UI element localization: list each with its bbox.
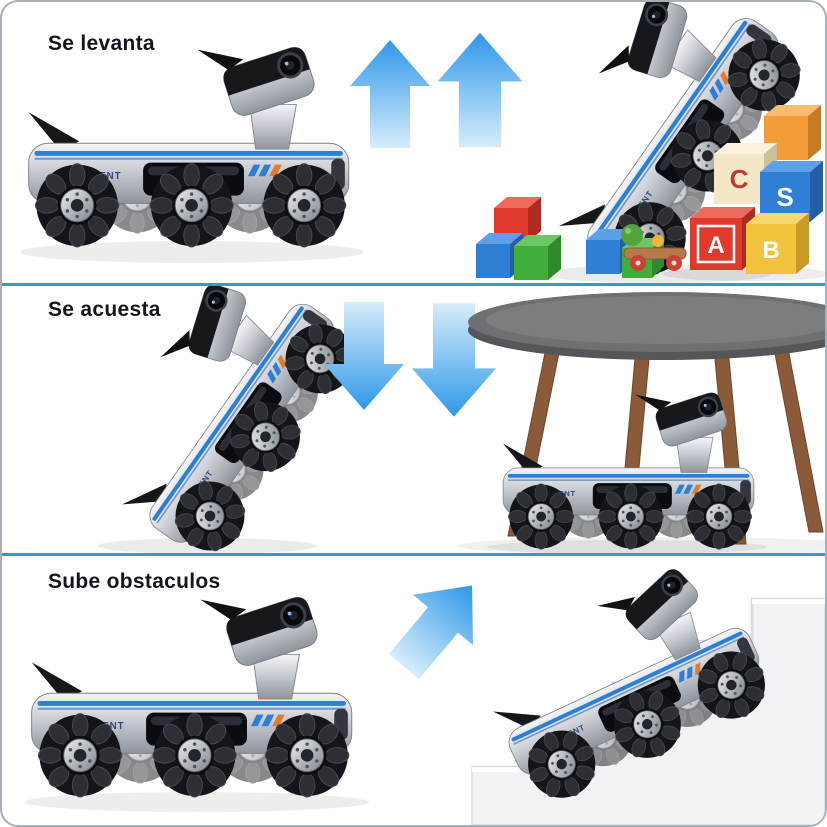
panel-sube-obstaculos: Sube obstaculos <box>2 556 825 825</box>
panel-title: Se levanta <box>48 32 155 55</box>
toy-blocks: C S A <box>476 105 825 281</box>
climb-arrow <box>373 560 503 692</box>
block-letter: A <box>707 232 724 259</box>
lift-arrow-1 <box>350 40 430 148</box>
panel-se-acuesta: Se acuesta <box>2 286 825 553</box>
table-leg <box>771 337 824 533</box>
lift-arrow-2 <box>437 32 523 148</box>
cube-letter-s: S <box>760 161 823 222</box>
block-letter: C <box>730 164 749 194</box>
cube-letter-a: A <box>690 207 755 270</box>
section-divider <box>2 553 825 556</box>
panel3-art <box>25 556 825 825</box>
panel-title: Se acuesta <box>48 298 161 321</box>
cube-green <box>514 235 561 280</box>
wooden-toy <box>621 224 687 271</box>
panel-se-levanta: Se levanta <box>2 2 825 283</box>
panel-title: Sube obstaculos <box>48 570 221 593</box>
panel1-art: C S A <box>20 2 825 283</box>
block-letter: S <box>776 182 793 212</box>
panel2-art <box>2 286 825 553</box>
robot-flat-left <box>32 569 352 798</box>
cube-letter-b: B <box>746 213 809 274</box>
robot-standing-left <box>57 286 370 553</box>
block-letter: B <box>762 237 779 264</box>
section-divider <box>2 283 825 286</box>
